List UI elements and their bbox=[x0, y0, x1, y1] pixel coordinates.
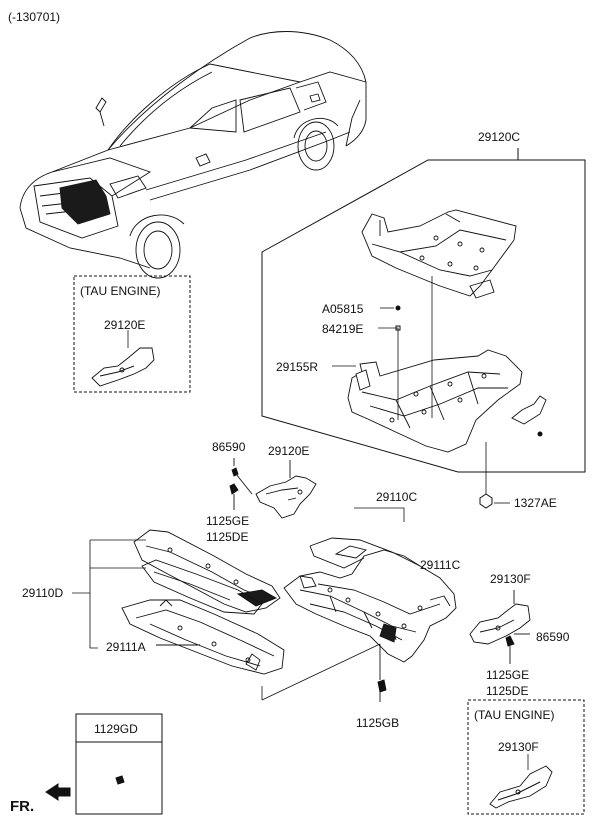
undercover-panel-29110C bbox=[283, 537, 457, 702]
front-direction-label: FR. bbox=[10, 798, 35, 815]
callout-29110D: 29110D bbox=[22, 586, 64, 600]
tau-engine-title-bottom: (TAU ENGINE) bbox=[474, 708, 555, 722]
callout-1125GE-right: 1125GE bbox=[486, 668, 530, 682]
callout-29120C: 29120C bbox=[478, 130, 521, 144]
undercover-plate-29120C bbox=[361, 209, 517, 299]
tau-engine-part-bottom: 29130F bbox=[498, 740, 539, 754]
callout-1125DE-right: 1125DE bbox=[486, 684, 529, 698]
callout-84219E: 84219E bbox=[322, 322, 364, 336]
fasteners-upper-group bbox=[395, 305, 543, 509]
bracket-29120E bbox=[229, 458, 317, 519]
front-direction-arrow bbox=[45, 783, 71, 801]
group-29120C bbox=[261, 148, 586, 473]
legend-part-1129GD: 1129GD bbox=[94, 722, 138, 736]
callout-29110C: 29110C bbox=[376, 490, 418, 504]
callout-29111C: 29111C bbox=[420, 558, 461, 572]
car-illustration bbox=[19, 31, 367, 279]
undercover-panel-2 bbox=[141, 559, 263, 615]
callout-1327AE: 1327AE bbox=[514, 496, 557, 510]
group-29110D bbox=[72, 507, 405, 701]
undercover-plate-29155R bbox=[347, 349, 547, 453]
callout-29120E-mid: 29120E bbox=[268, 444, 310, 458]
callout-86590-right: 86590 bbox=[536, 630, 570, 644]
callout-86590-top: 86590 bbox=[212, 440, 246, 454]
callout-1125DE-top: 1125DE bbox=[206, 530, 249, 544]
callout-1125GE-top: 1125GE bbox=[206, 514, 250, 528]
tau-engine-part-top: 29120E bbox=[104, 318, 146, 332]
callout-29155R: 29155R bbox=[276, 360, 319, 374]
callout-A05815: A05815 bbox=[322, 302, 364, 316]
callout-29130F-mid: 29130F bbox=[490, 572, 531, 586]
callout-1125GB: 1125GB bbox=[356, 716, 400, 730]
header-code: (-130701) bbox=[8, 10, 61, 24]
undercover-panel-29111A bbox=[121, 599, 285, 675]
bracket-29130F bbox=[469, 590, 531, 664]
leader-lines-upper bbox=[332, 276, 510, 504]
legend-box-1129GD bbox=[75, 713, 163, 815]
undercover-panel-1 bbox=[133, 529, 281, 613]
callout-29111A: 29111A bbox=[106, 640, 146, 654]
tau-engine-box-bottom bbox=[467, 699, 585, 815]
tau-engine-box-top bbox=[73, 275, 191, 393]
tau-engine-title-top: (TAU ENGINE) bbox=[80, 284, 161, 298]
